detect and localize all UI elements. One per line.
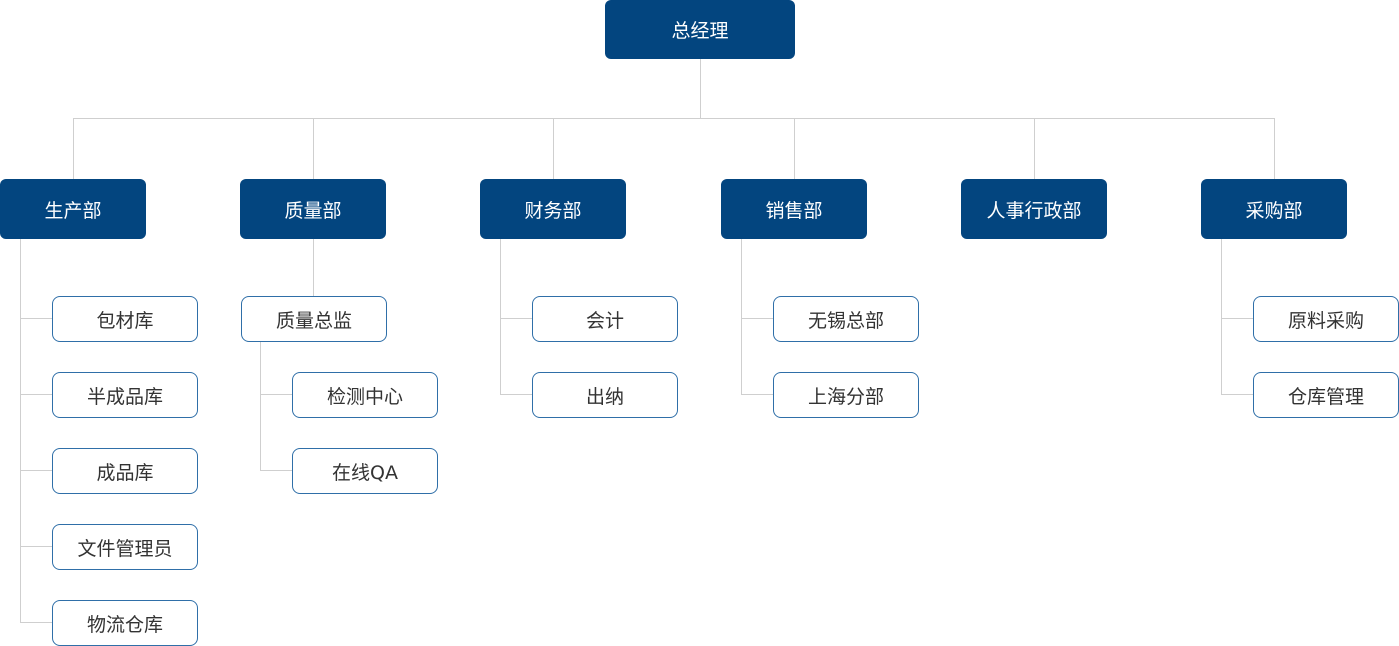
connector-quality-to-director [313,239,314,296]
connector-finance-child-1 [500,394,532,395]
connector-finance-spine [500,239,501,395]
connector-sales-child-0 [741,318,773,319]
connector-sales-child-1 [741,394,773,395]
node-production-semi-finished-warehouse[interactable]: 半成品库 [52,372,198,418]
node-quality-director[interactable]: 质量总监 [241,296,387,342]
node-quality-online-qa[interactable]: 在线QA [292,448,438,494]
connector-sales-spine [741,239,742,395]
node-purchasing-raw-material[interactable]: 原料采购 [1253,296,1399,342]
connector-dept-5 [1274,118,1275,179]
node-finance-accounting[interactable]: 会计 [532,296,678,342]
node-production-document-admin[interactable]: 文件管理员 [52,524,198,570]
node-production-finished-warehouse[interactable]: 成品库 [52,448,198,494]
node-sales-wuxi-hq[interactable]: 无锡总部 [773,296,919,342]
connector-finance-child-0 [500,318,532,319]
connector-production-spine [20,239,21,623]
node-department-quality[interactable]: 质量部 [240,179,386,239]
node-production-logistics-warehouse[interactable]: 物流仓库 [52,600,198,646]
connector-dept-4 [1034,118,1035,179]
connector-purchasing-spine [1221,239,1222,395]
connector-root-down [700,59,701,118]
connector-production-child-3 [20,546,52,547]
node-department-sales[interactable]: 销售部 [721,179,867,239]
connector-quality-grandchild-0 [260,394,292,395]
connector-purchasing-child-1 [1221,394,1253,395]
connector-purchasing-child-0 [1221,318,1253,319]
node-quality-testing-center[interactable]: 检测中心 [292,372,438,418]
connector-dept-1 [313,118,314,179]
connector-level1-bar [73,118,1275,119]
node-purchasing-warehouse-management[interactable]: 仓库管理 [1253,372,1399,418]
node-general-manager[interactable]: 总经理 [605,0,795,59]
connector-dept-2 [553,118,554,179]
connector-dept-0 [73,118,74,179]
connector-production-child-1 [20,394,52,395]
connector-production-child-0 [20,318,52,319]
connector-quality-director-spine [260,342,261,471]
connector-production-child-2 [20,470,52,471]
connector-dept-3 [794,118,795,179]
node-department-production[interactable]: 生产部 [0,179,146,239]
node-department-finance[interactable]: 财务部 [480,179,626,239]
node-production-packaging-warehouse[interactable]: 包材库 [52,296,198,342]
node-finance-cashier[interactable]: 出纳 [532,372,678,418]
node-department-hr-admin[interactable]: 人事行政部 [961,179,1107,239]
node-department-purchasing[interactable]: 采购部 [1201,179,1347,239]
node-sales-shanghai-branch[interactable]: 上海分部 [773,372,919,418]
connector-production-child-4 [20,622,52,623]
connector-quality-grandchild-1 [260,470,292,471]
